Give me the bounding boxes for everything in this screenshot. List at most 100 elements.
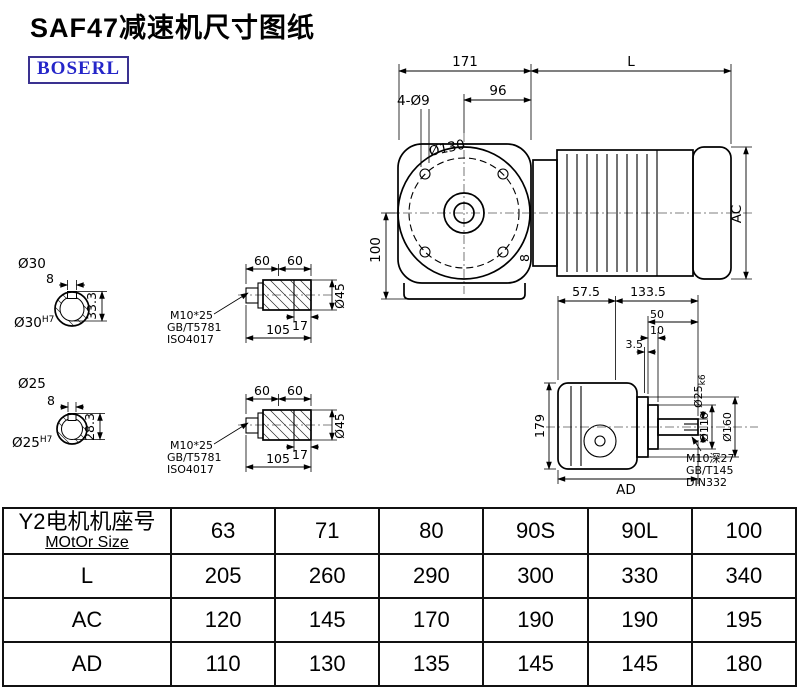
table-cell: 135 [378,640,485,687]
section25-bore-label: Ø25H7 [12,435,52,451]
table-cell: 170 [378,596,485,643]
motor-size-value: 90L [586,507,693,555]
shaft-top-60b: 60 [287,253,303,268]
shaft-bottom-60b: 60 [287,383,303,398]
front-view-dimensions: 171 L 96 4-Ø9 Ø130 100 AC 8 [368,54,752,300]
motor-size-value: 100 [690,507,798,555]
gearbox-foot [403,283,526,300]
header-en: MOtOr Size [45,534,129,552]
shaft-view-top: 60 60 17 105 Ø45 M10*25 GB/T5781 ISO4017 [167,253,347,346]
bolt-head [245,287,259,304]
dim-8-label: 8 [517,254,532,262]
table-cell: 340 [690,552,798,599]
dim-96-label: 96 [489,83,506,99]
row-label-AC: AC [2,596,172,643]
shaft-top-hatch [263,280,311,310]
bolt-head [245,417,259,434]
holes-label: 4-Ø9 [397,93,430,109]
bore-section-25: Ø25 8 28.3 Ø25H7 [12,376,105,451]
dim-AC-label: AC [729,205,745,223]
table-row-L: L 205 260 290 300 330 340 [2,552,798,599]
motor-fan-cover [692,146,732,280]
table-cell: 145 [274,596,381,643]
dim-133-5-label: 133.5 [630,284,666,299]
shaft-body [262,279,312,311]
dim-AD-label: AD [616,482,636,498]
motor-fins [566,154,648,272]
front-view [386,133,752,300]
shaft-top-note3: ISO4017 [167,333,214,346]
side-note2: GB/T145 [686,464,734,477]
shaft-top-60a: 60 [254,253,270,268]
shaft-view-bottom: 60 60 17 105 Ø45 M10*25 GB/T5781 ISO4017 [167,383,347,476]
section25-keydepth-label: 28.3 [82,413,97,441]
shaft-bottom-60a: 60 [254,383,270,398]
table-header-row: Y2电机机座号 MOtOr Size 63 71 80 90S 90L 100 [2,507,798,555]
table-cell: 260 [274,552,381,599]
row-label-L: L [2,552,172,599]
shaft-bottom-dia: Ø45 [332,413,347,439]
header-cn: Y2电机机座号 [18,509,156,534]
flange-bolt-holes [419,168,509,258]
motor-size-value: 90S [482,507,589,555]
table-cell: 190 [586,596,693,643]
row-label-AD: AD [2,640,172,687]
shaft-bottom-hatch [263,410,311,440]
dim-179-label: 179 [532,414,547,438]
motor-size-value: 71 [274,507,381,555]
motor-size-value: 63 [169,507,277,555]
section30-dia-label: Ø30 [18,256,46,272]
dim-10-label: 10 [650,324,664,337]
shaft-bottom-note3: ISO4017 [167,463,214,476]
side-note3: DIN332 [686,476,727,489]
table-row-AD: AD 110 130 135 145 145 180 [2,640,798,687]
table-cell: 290 [378,552,485,599]
dim-L-label: L [627,54,635,70]
shaft-bottom-105: 105 [266,451,290,466]
table-cell: 110 [169,640,277,687]
dimension-table: Y2电机机座号 MOtOr Size 63 71 80 90S 90L 100 … [2,507,798,687]
brand-logo: BOSERL [28,56,130,84]
shaft-bottom-17: 17 [292,447,308,462]
shaft-bottom-note2: GB/T5781 [167,451,222,464]
side-view-dimensions: 57.5 133.5 50 10 3.5 Ø25k6 Ø110 Ø160 [532,284,739,498]
shaft-bottom-note1: M10*25 [170,439,213,452]
side-note1: M10深27 [686,452,735,465]
table-cell: 130 [274,640,381,687]
section25-keywidth-label: 8 [47,393,55,408]
shaft-top-note2: GB/T5781 [167,321,222,334]
dim-3-5-label: 3.5 [626,338,644,351]
table-cell: 300 [482,552,589,599]
section30-keydepth-label: 33.3 [84,292,99,320]
shaft-top-105: 105 [266,322,290,337]
dim-57-5-label: 57.5 [572,284,600,299]
motor-size-header: Y2电机机座号 MOtOr Size [2,507,172,555]
section30-bore-label: Ø30H7 [14,315,54,331]
motor-size-value: 80 [378,507,485,555]
dia-110-label: Ø110 [698,412,711,442]
table-row-AC: AC 120 145 170 190 190 195 [2,596,798,643]
flange-dia-label: Ø130 [428,137,467,160]
section25-dia-label: Ø25 [18,376,46,392]
table-cell: 145 [482,640,589,687]
shaft-top-note1: M10*25 [170,309,213,322]
table-cell: 180 [690,640,798,687]
bore-section-30: Ø30 8 33.3 Ø30H7 [14,256,107,331]
shaft-body [262,409,312,441]
page-title: SAF47减速机尺寸图纸 [30,13,316,43]
dim-100-label: 100 [368,237,384,263]
technical-drawing: 171 L 96 4-Ø9 Ø130 100 AC 8 Ø30 [12,54,758,498]
shaft-dia-label: Ø25k6 [692,374,708,408]
dim-50-label: 50 [650,308,664,321]
table-cell: 120 [169,596,277,643]
table-cell: 145 [586,640,693,687]
table-cell: 190 [482,596,589,643]
dim-171-label: 171 [452,54,478,70]
shaft-top-17: 17 [292,318,308,333]
output-shaft [657,418,699,436]
table-cell: 195 [690,596,798,643]
housing [557,382,638,470]
table-cell: 330 [586,552,693,599]
side-view [546,382,758,470]
table-cell: 205 [169,552,277,599]
